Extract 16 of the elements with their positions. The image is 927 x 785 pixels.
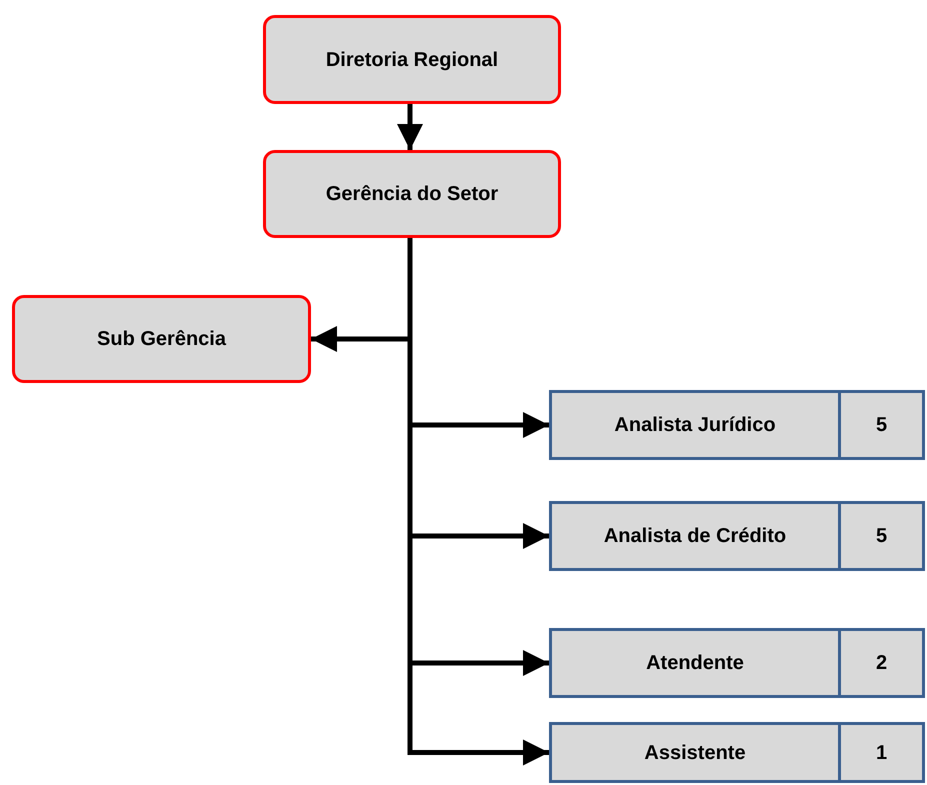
role-box bbox=[549, 390, 925, 460]
role-label: Analista de Crédito bbox=[602, 524, 788, 549]
connector-arrow bbox=[397, 104, 423, 150]
headcount-cell: 1 bbox=[838, 725, 922, 780]
role-box bbox=[549, 628, 925, 698]
role-label: Assistente bbox=[643, 740, 747, 766]
role-box bbox=[549, 722, 925, 783]
manager-box: Gerência do Setor bbox=[263, 150, 561, 238]
headcount-cell: 2 bbox=[838, 631, 922, 695]
role-label: Analista Jurídico bbox=[613, 413, 777, 438]
manager-box: Diretoria Regional bbox=[263, 15, 561, 104]
headcount-cell: 5 bbox=[838, 393, 922, 457]
headcount-cell: 5 bbox=[838, 504, 922, 568]
role-label: Atendente bbox=[645, 651, 745, 676]
role-box bbox=[549, 501, 925, 571]
manager-box: Sub Gerência bbox=[12, 295, 311, 383]
